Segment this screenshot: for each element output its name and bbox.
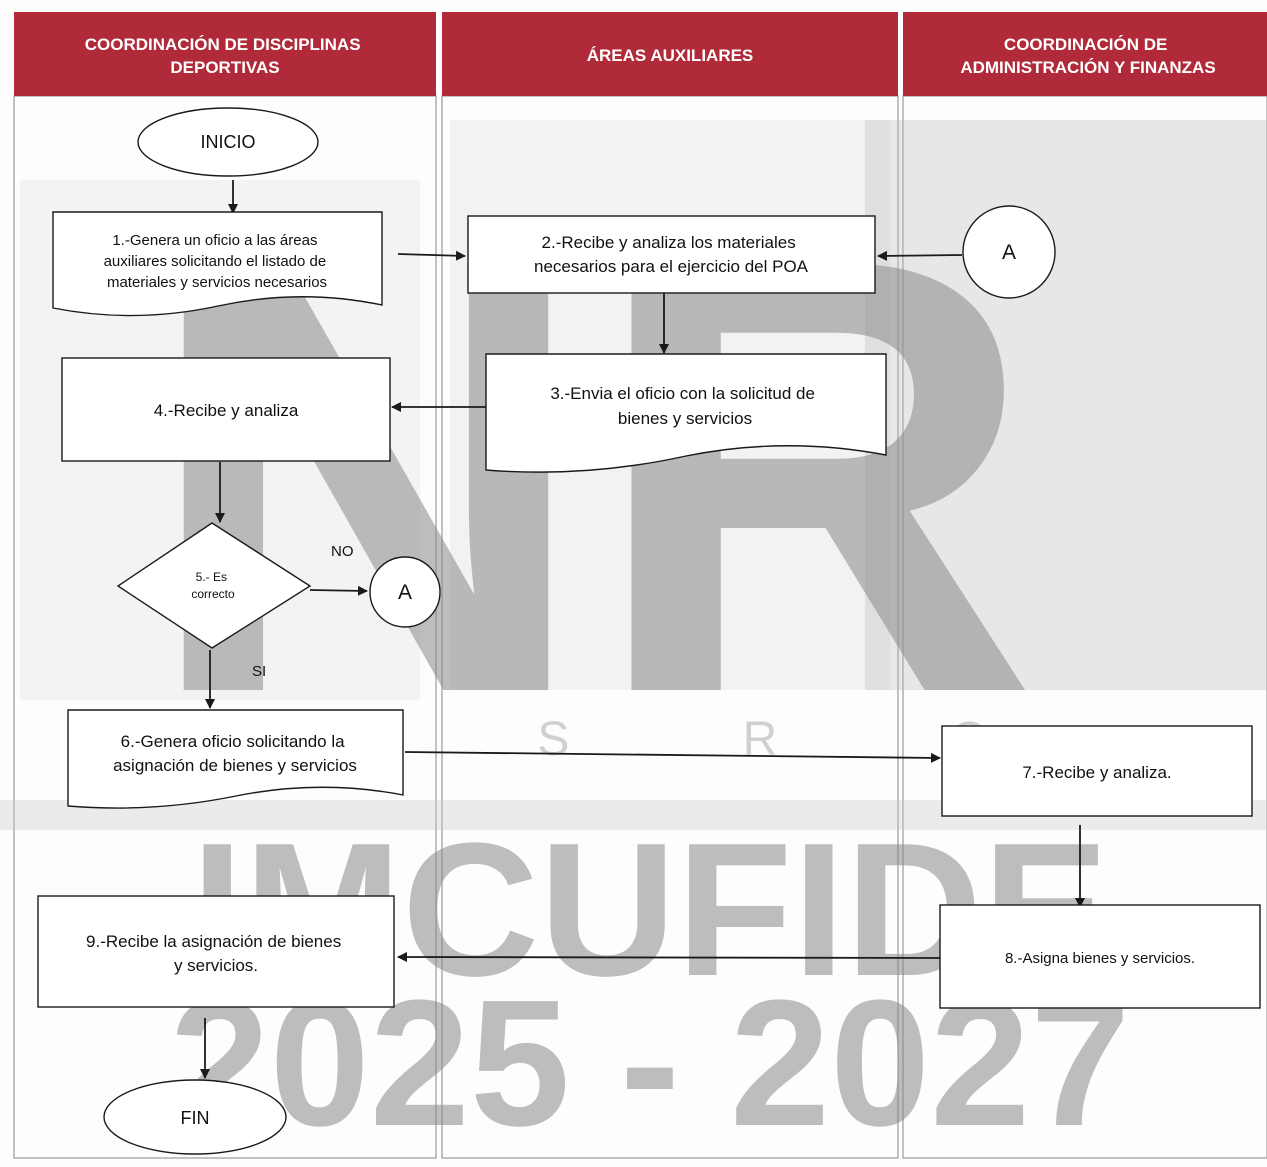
lane-header-2	[442, 12, 898, 96]
connector-out-shape	[369, 556, 441, 628]
step3-shape	[485, 353, 887, 473]
end-shape	[103, 1079, 287, 1155]
step7-process: 7.-Recibe y analiza.	[941, 725, 1253, 817]
step7-shape	[941, 725, 1253, 817]
start-label: INICIO	[200, 132, 255, 152]
step9-process: 9.-Recibe la asignación de bienes y serv…	[37, 895, 395, 1008]
step3-line-2: bienes y servicios	[618, 409, 752, 428]
arrow-step6-to-step7	[404, 751, 941, 763]
step7-text: 7.-Recibe y analiza.	[1022, 763, 1171, 782]
connector-in: A	[962, 205, 1056, 299]
lane-title-3-line-2: ADMINISTRACIÓN Y FINANZAS	[960, 58, 1215, 77]
lane-title-1: COORDINACIÓN DE DISCIPLINAS DEPORTIVAS	[85, 35, 366, 77]
step6-shape	[67, 709, 404, 809]
watermark-panel-right	[865, 120, 1267, 690]
step4-text: 4.-Recibe y analiza	[154, 401, 299, 420]
lane-title-1-line-1: COORDINACIÓN DE DISCIPLINAS	[85, 35, 361, 54]
step2-line-2: necesarios para el ejercicio del POA	[534, 257, 809, 276]
start-terminator: INICIO	[137, 107, 319, 177]
step2-line-1: 2.-Recibe y analiza los materiales	[542, 233, 796, 252]
step9-line-1: 9.-Recibe la asignación de bienes	[86, 932, 341, 951]
arrow-step1-to-step2	[397, 250, 466, 261]
step8-line-1: 8.-Asigna bienes y servicios.	[1005, 950, 1195, 967]
step8-shape	[939, 904, 1261, 1009]
step1-shape	[52, 211, 383, 317]
arrow-step8-to-step9	[397, 952, 941, 963]
connector-out-label: A	[398, 581, 412, 604]
step4-process: 4.-Recibe y analiza	[61, 357, 391, 462]
step6-text: 6.-Genera oficio solicitando la asignaci…	[113, 732, 357, 775]
step6-line-2: asignación de bienes y servicios	[113, 756, 357, 775]
step5-line-1: 5.- Es	[196, 570, 227, 584]
flow-arrows	[200, 180, 1085, 1079]
lane-title-3-line-1: COORDINACIÓN DE	[1004, 35, 1167, 54]
branch-no-label: NO	[331, 543, 354, 560]
step5-decision: 5.- Es correcto	[116, 522, 312, 649]
lane-title-2: ÁREAS AUXILIARES	[587, 46, 754, 65]
step7-line-1: 7.-Recibe y analiza.	[1022, 763, 1171, 782]
lane-title-2-line-1: ÁREAS AUXILIARES	[587, 46, 754, 65]
lane-header-1	[14, 12, 436, 96]
step4-shape	[61, 357, 391, 462]
end-label: FIN	[181, 1108, 210, 1128]
connector-in-label: A	[1002, 241, 1016, 264]
step4-line-1: 4.-Recibe y analiza	[154, 401, 299, 420]
step9-text: 9.-Recibe la asignación de bienes y serv…	[86, 932, 346, 975]
branch-si-label: SI	[252, 663, 266, 680]
step1-text: 1.-Genera un oficio a las áreas auxiliar…	[104, 232, 331, 291]
step6-line-1: 6.-Genera oficio solicitando la	[121, 732, 346, 751]
arrow-step5-no	[309, 585, 368, 596]
step8-text: 8.-Asigna bienes y servicios.	[1005, 950, 1195, 967]
step8-process: 8.-Asigna bienes y servicios.	[939, 904, 1261, 1009]
step3-document: 3.-Envia el oficio con la solicitud de b…	[485, 353, 887, 473]
step9-line-2: y servicios.	[174, 956, 258, 975]
step1-line-1: 1.-Genera un oficio a las áreas	[112, 232, 317, 249]
lane-title-1-line-2: DEPORTIVAS	[170, 58, 279, 77]
lane-header-3	[903, 12, 1267, 96]
step3-line-1: 3.-Envia el oficio con la solicitud de	[550, 384, 815, 403]
end-terminator: FIN	[103, 1079, 287, 1155]
step9-shape	[37, 895, 395, 1008]
step6-document: 6.-Genera oficio solicitando la asignaci…	[67, 709, 404, 809]
step1-line-3: materiales y servicios necesarios	[107, 274, 327, 291]
arrow-connector-to-step2	[877, 250, 963, 261]
step1-document: 1.-Genera un oficio a las áreas auxiliar…	[52, 211, 383, 317]
connector-in-shape	[962, 205, 1056, 299]
step5-shape	[116, 522, 312, 649]
lane-title-3: COORDINACIÓN DE ADMINISTRACIÓN Y FINANZA…	[960, 35, 1215, 77]
lane-headers: COORDINACIÓN DE DISCIPLINAS DEPORTIVAS Á…	[14, 12, 1267, 96]
step2-process: 2.-Recibe y analiza los materiales neces…	[467, 215, 876, 294]
step5-line-2: correcto	[191, 587, 235, 601]
step2-shape	[467, 215, 876, 294]
step5-text: 5.- Es correcto	[191, 570, 235, 601]
connector-out: A	[369, 556, 441, 628]
step2-text: 2.-Recibe y analiza los materiales neces…	[534, 233, 809, 276]
start-shape	[137, 107, 319, 177]
step3-text: 3.-Envia el oficio con la solicitud de b…	[550, 384, 819, 428]
step1-line-2: auxiliares solicitando el listado de	[104, 253, 327, 270]
